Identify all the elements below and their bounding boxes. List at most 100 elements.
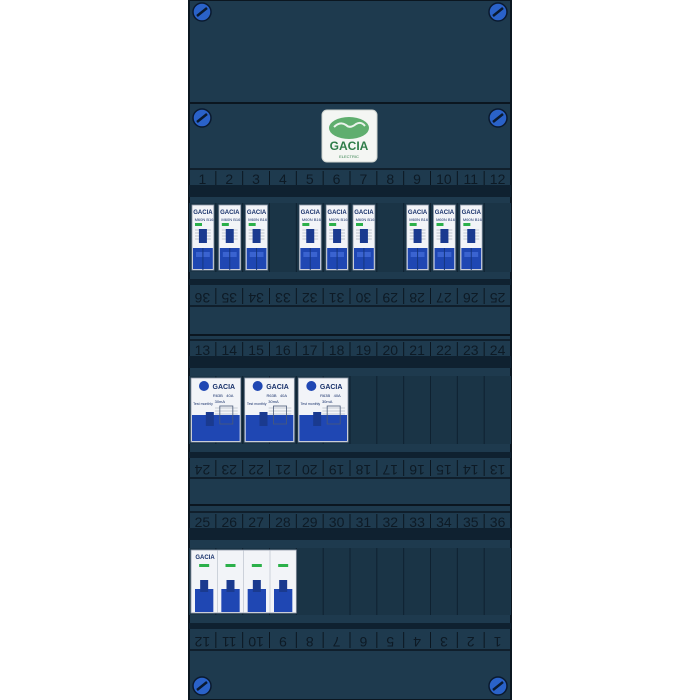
slot-number-bottom: 2	[467, 634, 475, 650]
toggle-handle[interactable]	[359, 229, 368, 243]
test-button[interactable]	[199, 381, 209, 391]
slot-number-bottom: 27	[436, 290, 452, 306]
terminal-cover	[195, 589, 214, 612]
breaker-model: M60N	[248, 217, 259, 222]
toggle-handle[interactable]	[279, 580, 288, 592]
toggle-handle[interactable]	[198, 229, 207, 243]
toggle-handle[interactable]	[413, 229, 422, 243]
slot-number-top: 27	[248, 514, 264, 530]
slot-number-bottom: 1	[493, 634, 501, 650]
slot-number-top: 5	[306, 171, 314, 187]
globe-icon	[329, 117, 369, 139]
slot-number-top: 14	[221, 342, 237, 358]
toggle-handle[interactable]	[205, 412, 214, 426]
toggle-handle[interactable]	[225, 229, 234, 243]
breaker-model: M60N	[409, 217, 420, 222]
slot-number-bottom: 13	[490, 462, 506, 478]
breaker-rating: B16	[341, 217, 349, 222]
breaker-model: M60N	[463, 217, 474, 222]
logo-tagline: ELECTRIC	[339, 154, 359, 159]
din-rail	[189, 185, 511, 197]
slot-number-bottom: 9	[279, 634, 287, 650]
slot-number-bottom: 26	[463, 290, 479, 306]
slot-number-top: 34	[436, 514, 452, 530]
status-indicator	[356, 223, 363, 226]
terminal-cover	[245, 415, 294, 441]
toggle-handle[interactable]	[259, 412, 268, 426]
slot-number-bottom: 18	[355, 462, 371, 478]
breaker-rating: 40A	[334, 393, 341, 398]
status-indicator	[463, 223, 471, 226]
test-label: Test monthly	[301, 402, 321, 406]
status-indicator	[199, 564, 210, 567]
slot-number-top: 21	[409, 342, 425, 358]
slot-number-top: 8	[386, 171, 394, 187]
breaker-rating: B16	[448, 217, 456, 222]
slot-number-bottom: 15	[436, 462, 452, 478]
slot-number-top: 26	[221, 514, 237, 530]
toggle-handle[interactable]	[252, 580, 261, 592]
slot-number-bottom: 17	[382, 462, 398, 478]
slot-number-bottom: 29	[382, 290, 398, 306]
screw-icon	[488, 676, 508, 696]
toggle-handle[interactable]	[200, 580, 209, 592]
slot-number-top: 11	[463, 171, 478, 187]
status-indicator	[195, 223, 202, 226]
breaker-rating: 40A	[280, 393, 287, 398]
breaker-model: M60N	[302, 217, 313, 222]
slot-number-bottom: 16	[409, 462, 425, 478]
toggle-handle[interactable]	[467, 229, 476, 243]
terminal-cover	[221, 589, 240, 612]
slot-number-bottom: 14	[463, 462, 479, 478]
slot-number-bottom: 10	[248, 634, 264, 650]
test-button[interactable]	[252, 381, 263, 391]
main-switch[interactable]: GACIA	[190, 549, 297, 614]
status-indicator	[329, 223, 337, 226]
slot-number-top: 13	[195, 342, 211, 358]
status-indicator	[278, 564, 289, 567]
status-indicator	[436, 223, 444, 226]
slot-number-top: 12	[490, 171, 506, 187]
breaker-brand: GACIA	[354, 210, 374, 216]
test-button[interactable]	[306, 381, 317, 391]
lower-rail	[189, 452, 511, 458]
breaker-rating: B16	[367, 217, 375, 222]
terminal-cover	[192, 415, 240, 441]
toggle-handle[interactable]	[226, 580, 235, 592]
terminal-cover	[299, 415, 347, 441]
screw-icon	[488, 2, 508, 22]
toggle-handle[interactable]	[440, 229, 449, 243]
slot-number-bottom: 21	[275, 462, 291, 478]
slot-number-bottom: 34	[248, 290, 264, 306]
slot-number-top: 23	[463, 342, 479, 358]
slot-number-bottom: 23	[221, 462, 237, 478]
slot-number-bottom: 25	[490, 290, 506, 306]
slot-number-top: 16	[275, 342, 291, 358]
toggle-handle[interactable]	[252, 229, 261, 243]
screw-icon	[488, 108, 508, 128]
status-indicator	[248, 223, 256, 226]
breaker-brand: GACIA	[301, 210, 321, 216]
slot-number-top: 20	[382, 342, 398, 358]
breaker-brand: GACIA	[320, 384, 343, 391]
toggle-handle[interactable]	[333, 229, 342, 243]
toggle-handle[interactable]	[313, 412, 322, 426]
breaker-model: R63B	[266, 393, 276, 398]
toggle-handle[interactable]	[306, 229, 315, 243]
breaker-model: M60N	[329, 217, 340, 222]
breaker-brand: GACIA	[327, 210, 347, 216]
breaker-brand: GACIA	[462, 210, 482, 216]
